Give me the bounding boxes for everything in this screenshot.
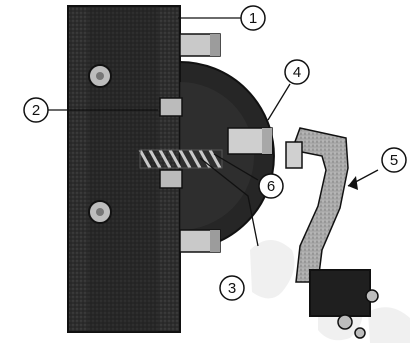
contact-strap [286, 128, 348, 282]
nut-icon [160, 98, 182, 116]
callout-4-label: 4 [293, 64, 301, 81]
bolt-icon [89, 201, 111, 223]
callout-1: 1 [241, 6, 265, 30]
callout-6-label: 6 [267, 178, 275, 195]
callout-2-label: 2 [32, 102, 40, 119]
callout-5: 5 [382, 148, 406, 172]
callout-6: 6 [259, 174, 283, 198]
callout-4: 4 [285, 60, 309, 84]
mounting-block [68, 6, 180, 332]
arrowhead-icon [348, 176, 358, 190]
bolt-icon [89, 65, 111, 87]
plunger-pin [228, 128, 272, 154]
callout-2: 2 [24, 98, 48, 122]
terminal-stud-icon [180, 34, 220, 56]
nut-icon [160, 170, 182, 188]
callout-3: 3 [220, 276, 244, 300]
callout-3-label: 3 [228, 280, 236, 297]
leader-line-4 [268, 84, 290, 120]
callout-1-label: 1 [249, 10, 257, 27]
callout-5-label: 5 [390, 152, 398, 169]
terminal-stud-icon [180, 230, 220, 252]
